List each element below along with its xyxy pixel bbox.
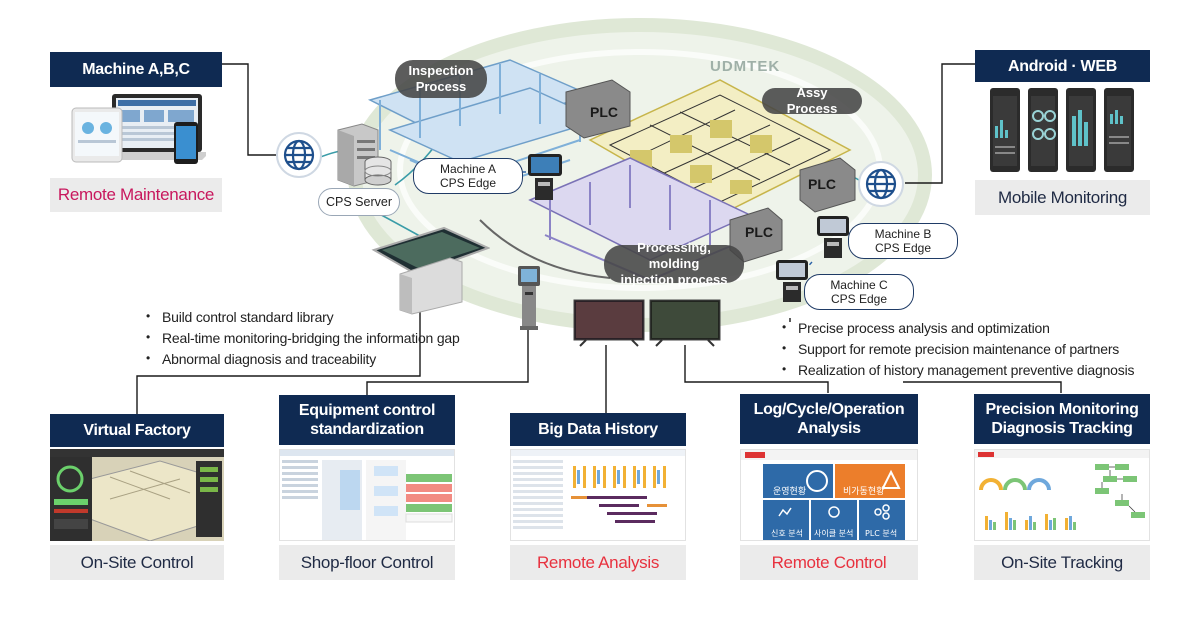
cps-server-label: CPS Server: [318, 188, 400, 216]
equipment-control-header: Equipment control standardization: [279, 395, 455, 445]
signal-analysis-label: 신호 분석: [771, 529, 803, 538]
bullet-item: Build control standard library: [146, 306, 460, 328]
big-data-history-screenshot: [510, 449, 686, 541]
processing-line-1: Processing, molding: [637, 240, 711, 271]
equipment-control-line-1: Equipment control: [298, 402, 436, 419]
machine-a-line-1: Machine A: [439, 162, 497, 176]
monitor-icon: [649, 299, 721, 347]
monitor-icon: [573, 299, 645, 347]
mobile-monitoring-caption: Mobile Monitoring: [975, 180, 1150, 215]
on-site-tracking-caption: On-Site Tracking: [974, 545, 1150, 580]
server-icon: [337, 123, 392, 187]
factory-illustration: [367, 59, 856, 282]
edge-device-b-icon: [817, 216, 849, 258]
edge-device-a-icon: [528, 154, 562, 200]
remote-control-caption: Remote Control: [740, 545, 918, 580]
laptop-icon: [71, 94, 206, 164]
inspection-line-1: Inspection: [408, 63, 474, 78]
machine-b-line-2: CPS Edge: [874, 241, 932, 255]
bullet-item: Real-time monitoring-bridging the inform…: [146, 327, 460, 349]
cycle-analysis-label: 사이클 분석: [814, 529, 854, 538]
operation-status-label: 운영현황: [773, 487, 807, 497]
globe-icon: [276, 132, 322, 178]
big-data-history-title: Big Data History: [538, 421, 658, 438]
shop-floor-control-caption: Shop-floor Control: [279, 545, 455, 580]
right-bullet-list: Precise process analysis and optimizatio…: [782, 317, 1134, 381]
inspection-line-2: Process: [415, 79, 467, 94]
machine-c-line-1: Machine C: [830, 278, 888, 292]
kiosk-icon: [518, 266, 540, 330]
big-data-history-header: Big Data History: [510, 413, 686, 446]
processing-line-2: injection process: [620, 272, 728, 287]
equipment-control-screenshot: [279, 449, 455, 541]
bullet-item: Precise process analysis and optimizatio…: [782, 317, 1134, 339]
android-web-header: Android · WEB: [975, 50, 1150, 82]
virtual-factory-screenshot: [50, 449, 224, 541]
virtual-factory-title: Virtual Factory: [83, 422, 191, 439]
log-cycle-line-1: Log/Cycle/Operation: [753, 401, 905, 418]
machine-c-line-2: CPS Edge: [830, 292, 888, 306]
plc-label-inspection: PLC: [590, 104, 618, 120]
bullet-item: Realization of history management preven…: [782, 359, 1134, 381]
remote-analysis-caption: Remote Analysis: [510, 545, 686, 580]
edge-device-c-icon: [776, 260, 808, 302]
udmtek-watermark: UDMTEK: [710, 58, 781, 75]
bullet-item: Abnormal diagnosis and traceability: [146, 348, 460, 370]
log-cycle-line-2: Analysis: [797, 420, 861, 437]
machine-b-line-1: Machine B: [874, 227, 932, 241]
remote-maintenance-caption: Remote Maintenance: [50, 178, 222, 212]
assy-process-label: Assy Process: [762, 85, 862, 116]
machine-abc-header: Machine A,B,C: [50, 52, 222, 87]
virtual-factory-header: Virtual Factory: [50, 414, 224, 447]
touch-table-icon: [371, 226, 490, 315]
precision-monitoring-line-1: Precision Monitoring: [985, 401, 1139, 418]
bullet-item: Support for remote precision maintenance…: [782, 338, 1134, 360]
on-site-control-caption: On-Site Control: [50, 545, 224, 580]
globe-icon: [858, 161, 904, 207]
plc-label-assy: PLC: [808, 176, 836, 192]
plc-analysis-label: PLC 분석: [865, 529, 898, 538]
phone-icon: [990, 88, 1134, 172]
precision-monitoring-screenshot: [974, 449, 1150, 541]
equipment-control-line-2: standardization: [310, 421, 424, 438]
plc-label-processing: PLC: [745, 224, 773, 240]
downtime-status-label: 비가동현황: [843, 487, 885, 497]
machine-a-line-2: CPS Edge: [439, 176, 497, 190]
precision-monitoring-line-2: Diagnosis Tracking: [991, 420, 1133, 437]
log-cycle-screenshot: 운영현황 비가동현황 신호 분석 사이클 분석 PLC 분석: [740, 449, 918, 541]
left-bullet-list: Build control standard library Real-time…: [146, 306, 460, 370]
